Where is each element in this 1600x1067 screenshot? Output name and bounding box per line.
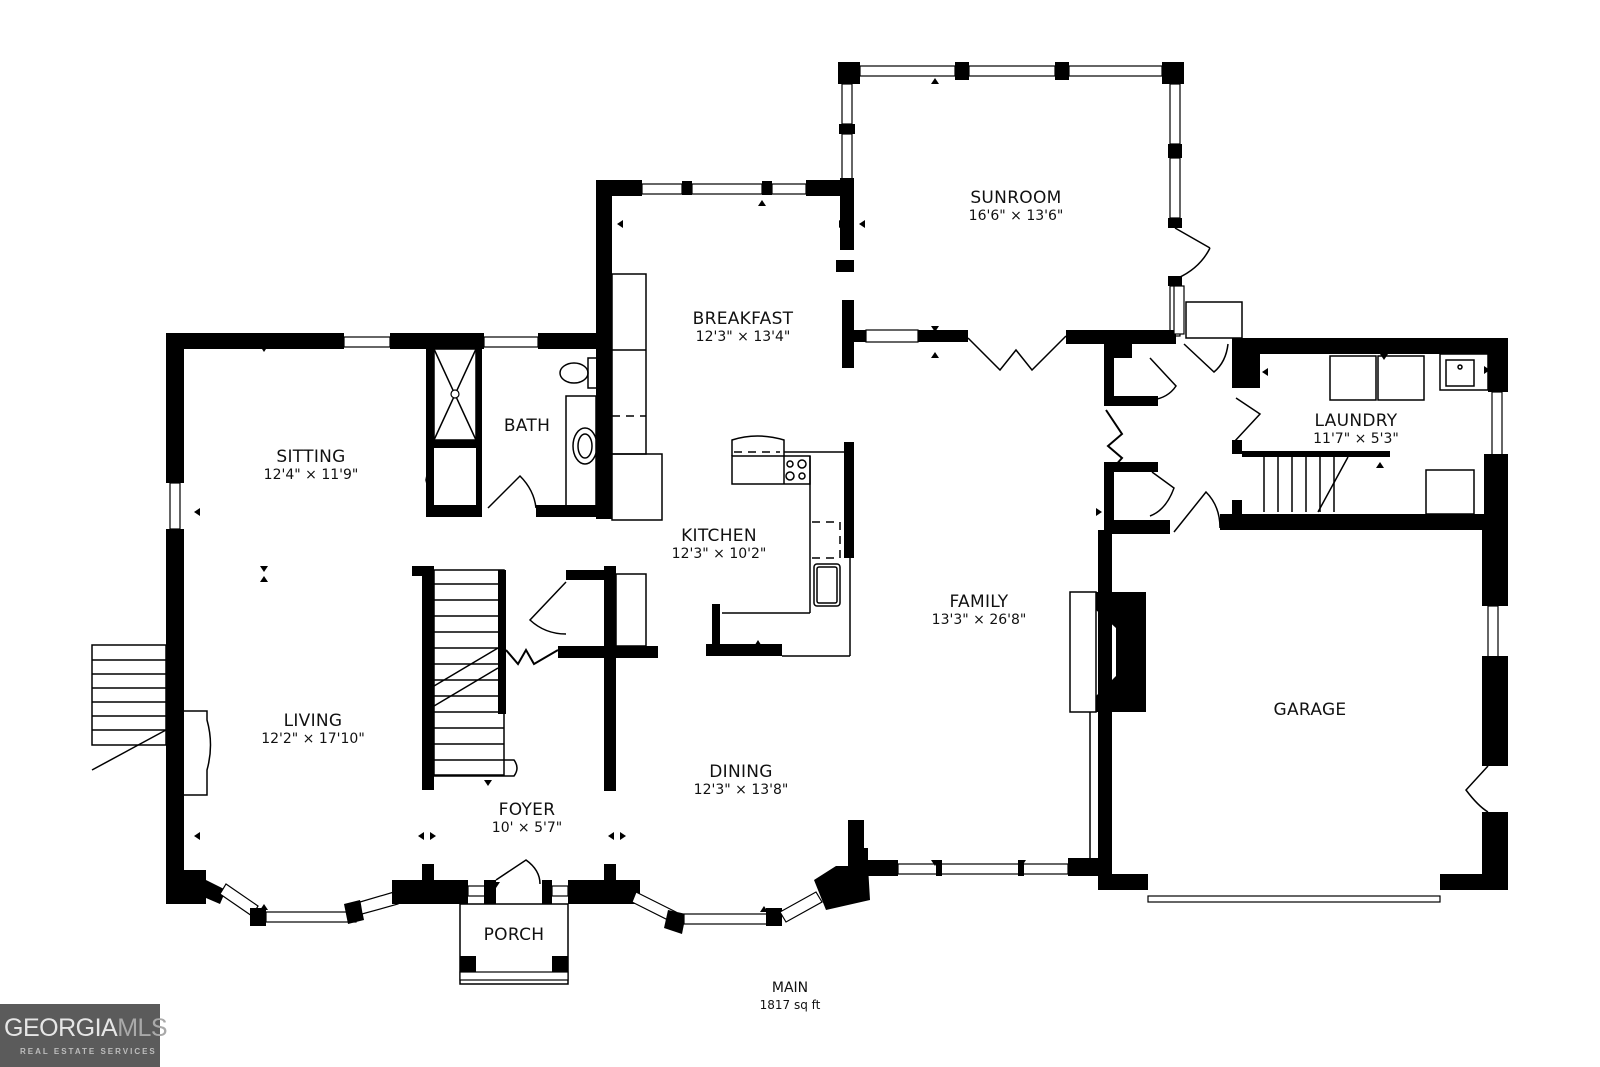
- room-name: FAMILY: [949, 592, 1009, 612]
- dining-walls: [568, 820, 1098, 934]
- room-dims: 12'3" × 10'2": [671, 546, 767, 562]
- room-label-family: FAMILY 13'3" × 26'8": [932, 592, 1027, 629]
- room-name: FOYER: [498, 800, 556, 820]
- room-dims: 13'3" × 26'8": [931, 612, 1027, 628]
- room-name: LAUNDRY: [1314, 411, 1398, 431]
- bath-walls: [166, 333, 612, 519]
- room-name: PORCH: [483, 925, 545, 945]
- room-label-living: LIVING 12'2" × 17'10": [261, 711, 365, 748]
- room-name: GARAGE: [1273, 700, 1347, 720]
- room-name: BREAKFAST: [692, 309, 794, 329]
- room-label-sunroom: SUNROOM 16'6" × 13'6": [969, 188, 1064, 225]
- room-label-breakfast: BREAKFAST 12'3" × 13'4": [693, 309, 794, 346]
- room-name: KITCHEN: [681, 526, 757, 546]
- room-label-foyer: FOYER 10' × 5'7": [492, 800, 562, 837]
- room-label-laundry: LAUNDRY 11'7" × 5'3": [1313, 411, 1399, 448]
- room-name: DINING: [709, 762, 773, 782]
- room-label-porch: PORCH: [484, 925, 545, 945]
- floor-area: 1817 sq ft: [759, 998, 821, 1012]
- room-dims: 12'4" × 11'9": [263, 467, 359, 483]
- room-name: SITTING: [276, 447, 346, 467]
- room-label-kitchen: KITCHEN 12'3" × 10'2": [672, 526, 767, 563]
- room-label-bath: BATH: [504, 416, 550, 436]
- living-walls: [91, 333, 468, 926]
- logo-accent: MLS: [117, 1014, 168, 1042]
- logo-main: GEORGIA: [4, 1014, 118, 1042]
- room-name: SUNROOM: [970, 188, 1062, 208]
- elevation-markers: [194, 78, 1490, 912]
- room-dims: 12'3" × 13'4": [695, 329, 791, 345]
- room-dims: 12'2" × 17'10": [261, 731, 365, 747]
- floor-name: MAIN: [771, 980, 809, 996]
- room-dims: 11'7" × 5'3": [1313, 431, 1399, 447]
- sunroom-walls: [838, 62, 1211, 372]
- logo-subtitle: REAL ESTATE SERVICES: [20, 1047, 157, 1056]
- room-label-dining: DINING 12'3" × 13'8": [694, 762, 789, 799]
- room-name: LIVING: [283, 711, 343, 731]
- garage-walls: [1098, 530, 1508, 903]
- mudroom-walls: [1104, 285, 1243, 534]
- room-dims: 12'3" × 13'8": [693, 782, 789, 798]
- room-name: BATH: [503, 416, 551, 436]
- room-dims: 16'6" × 13'6": [968, 208, 1064, 224]
- floor-summary: MAIN 1817 sq ft: [760, 980, 821, 1012]
- kitchen-fixtures: [706, 435, 854, 657]
- room-label-sitting: SITTING 12'4" × 11'9": [264, 447, 359, 484]
- stair-and-foyer: [412, 566, 658, 985]
- room-dims: 10' × 5'7": [491, 820, 563, 836]
- laundry-walls: [1220, 338, 1508, 534]
- breakfast-walls: [596, 180, 854, 521]
- logo-wordmark: GEORGIAMLS: [4, 1014, 168, 1043]
- georgia-mls-logo: GEORGIAMLS REAL ESTATE SERVICES: [0, 1004, 168, 1067]
- room-label-garage: GARAGE: [1274, 700, 1347, 720]
